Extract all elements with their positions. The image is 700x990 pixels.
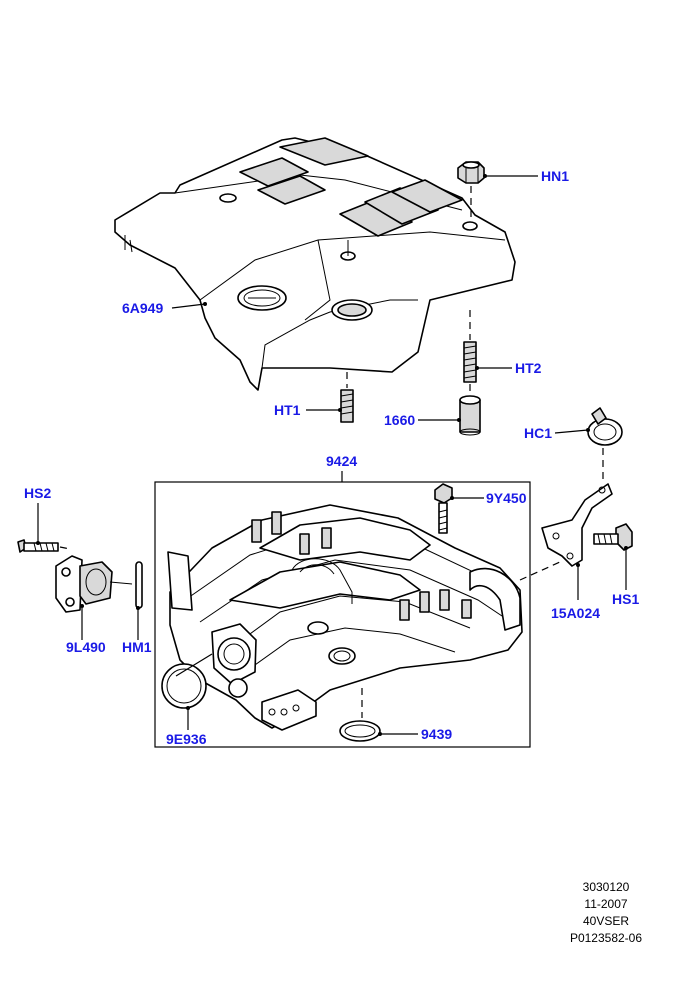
callout-6a949[interactable]: 6A949 [122,300,163,316]
intake-manifold [167,504,523,731]
manifold-actuator [55,555,133,613]
callout-hs1[interactable]: HS1 [612,591,639,607]
port-gasket [339,688,381,742]
leader-lines [36,174,628,736]
actuator-screw [17,539,71,553]
stud-long [463,310,477,383]
callout-ht2[interactable]: HT2 [515,360,542,376]
footer-series-code: 40VSER [582,914,630,928]
callout-15a024[interactable]: 15A024 [551,605,600,621]
actuator-seal [135,561,143,609]
footer-publication-code: P0123582-06 [569,931,643,945]
hose-clip [587,407,623,480]
engine-cover [114,137,516,391]
footer-ref-number: 3030120 [582,880,630,894]
callout-9424[interactable]: 9424 [326,453,357,469]
callout-9e936[interactable]: 9E936 [166,731,207,747]
throttle-gasket [161,663,207,709]
stud-short [340,372,354,423]
callout-labels: 6A949 HN1 HT2 HT1 1660 HC1 9424 9Y450 15… [24,168,639,747]
callout-9y450[interactable]: 9Y450 [486,490,527,506]
mounting-bracket [519,483,613,581]
manifold-bolt [434,483,453,534]
callout-9439[interactable]: 9439 [421,726,452,742]
callout-hs2[interactable]: HS2 [24,485,51,501]
callout-9l490[interactable]: 9L490 [66,639,106,655]
callout-hc1[interactable]: HC1 [524,425,552,441]
callout-hm1[interactable]: HM1 [122,639,152,655]
cover-nut [457,161,485,222]
callout-1660[interactable]: 1660 [384,412,415,428]
callout-ht1[interactable]: HT1 [274,402,301,418]
diagram-footer: 3030120 11-2007 40VSER P0123582-06 [548,879,664,947]
callout-hn1[interactable]: HN1 [541,168,569,184]
bracket-screw [593,523,633,551]
spacer-sleeve [459,384,481,436]
footer-date: 11-2007 [584,897,628,911]
